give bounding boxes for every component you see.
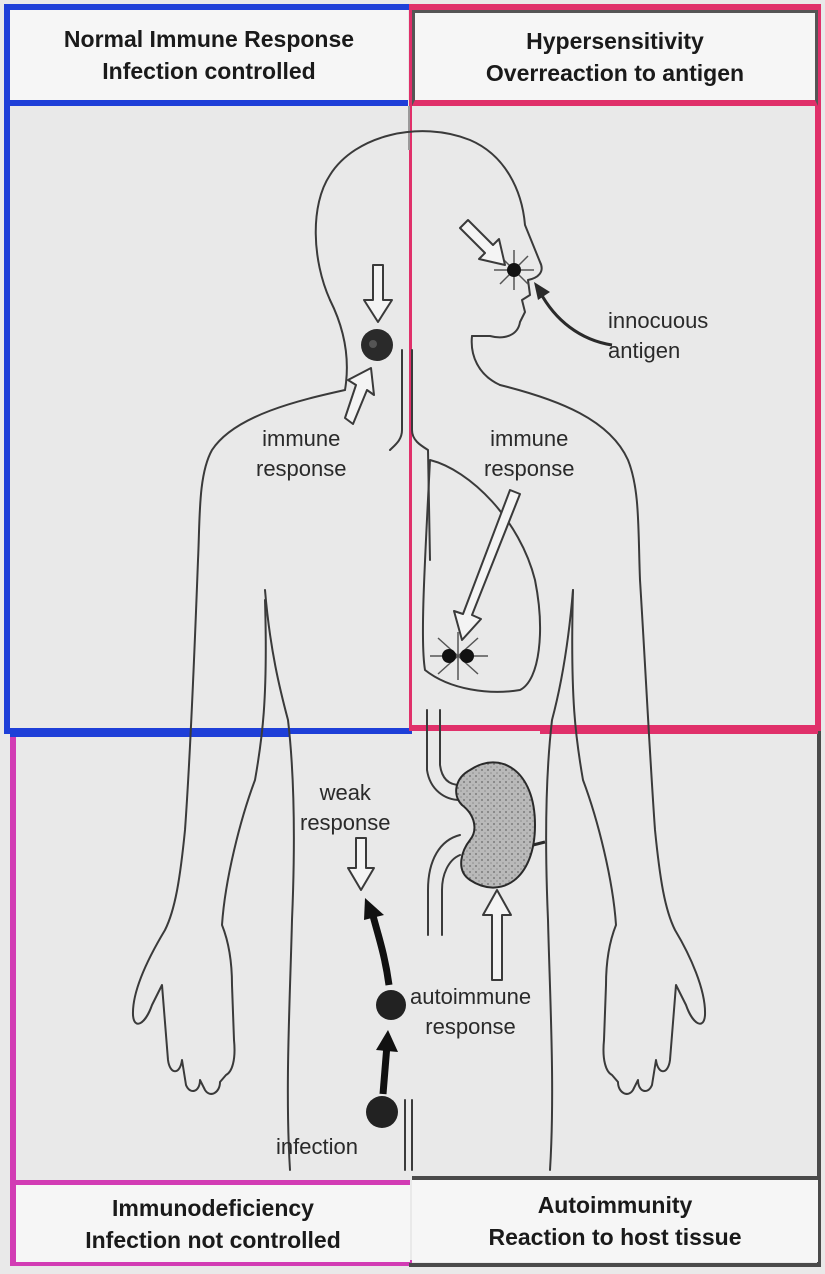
label-line: immune: [484, 424, 575, 454]
lymph-node-cell: [361, 329, 393, 361]
label-immune-response-left: immune response: [256, 424, 347, 484]
arrow-infection-upper-head: [364, 898, 384, 920]
label-innocuous-antigen: innocuous antigen: [608, 306, 708, 366]
arrow-innocuous-head: [534, 282, 550, 300]
arrow-infection-upper: [372, 912, 389, 985]
label-autoimmune-response: autoimmune response: [410, 982, 531, 1042]
label-line: innocuous: [608, 306, 708, 336]
label-line: antigen: [608, 336, 708, 366]
arrow-nose: [460, 220, 505, 265]
lung-burst: [430, 632, 488, 680]
label-weak-response: weak response: [300, 778, 391, 838]
label-infection: infection: [276, 1132, 358, 1162]
arrow-throat-up: [345, 368, 374, 424]
infection-cell-lower: [366, 1096, 398, 1128]
label-line: weak: [300, 778, 391, 808]
label-immune-response-right: immune response: [484, 424, 575, 484]
antigen-dot: [507, 263, 521, 277]
label-line: response: [410, 1012, 531, 1042]
kidney: [456, 762, 535, 887]
arrow-innocuous-line: [540, 292, 612, 345]
arrow-lung: [454, 490, 520, 640]
kidney-tip: [533, 842, 545, 845]
lung-cell-right: [460, 649, 474, 663]
label-line: autoimmune: [410, 982, 531, 1012]
arrow-throat-down: [364, 265, 392, 322]
label-line: response: [484, 454, 575, 484]
label-line: response: [256, 454, 347, 484]
cell-nucleus: [369, 340, 377, 348]
arrow-weak-response: [348, 838, 374, 890]
arrow-autoimmune: [483, 890, 511, 980]
infection-cell-upper: [376, 990, 406, 1020]
lung-cell-left: [442, 649, 456, 663]
label-line: immune: [256, 424, 347, 454]
arrow-infection-lower-head: [376, 1030, 398, 1052]
label-line: response: [300, 808, 391, 838]
arrow-infection-lower: [383, 1045, 387, 1094]
